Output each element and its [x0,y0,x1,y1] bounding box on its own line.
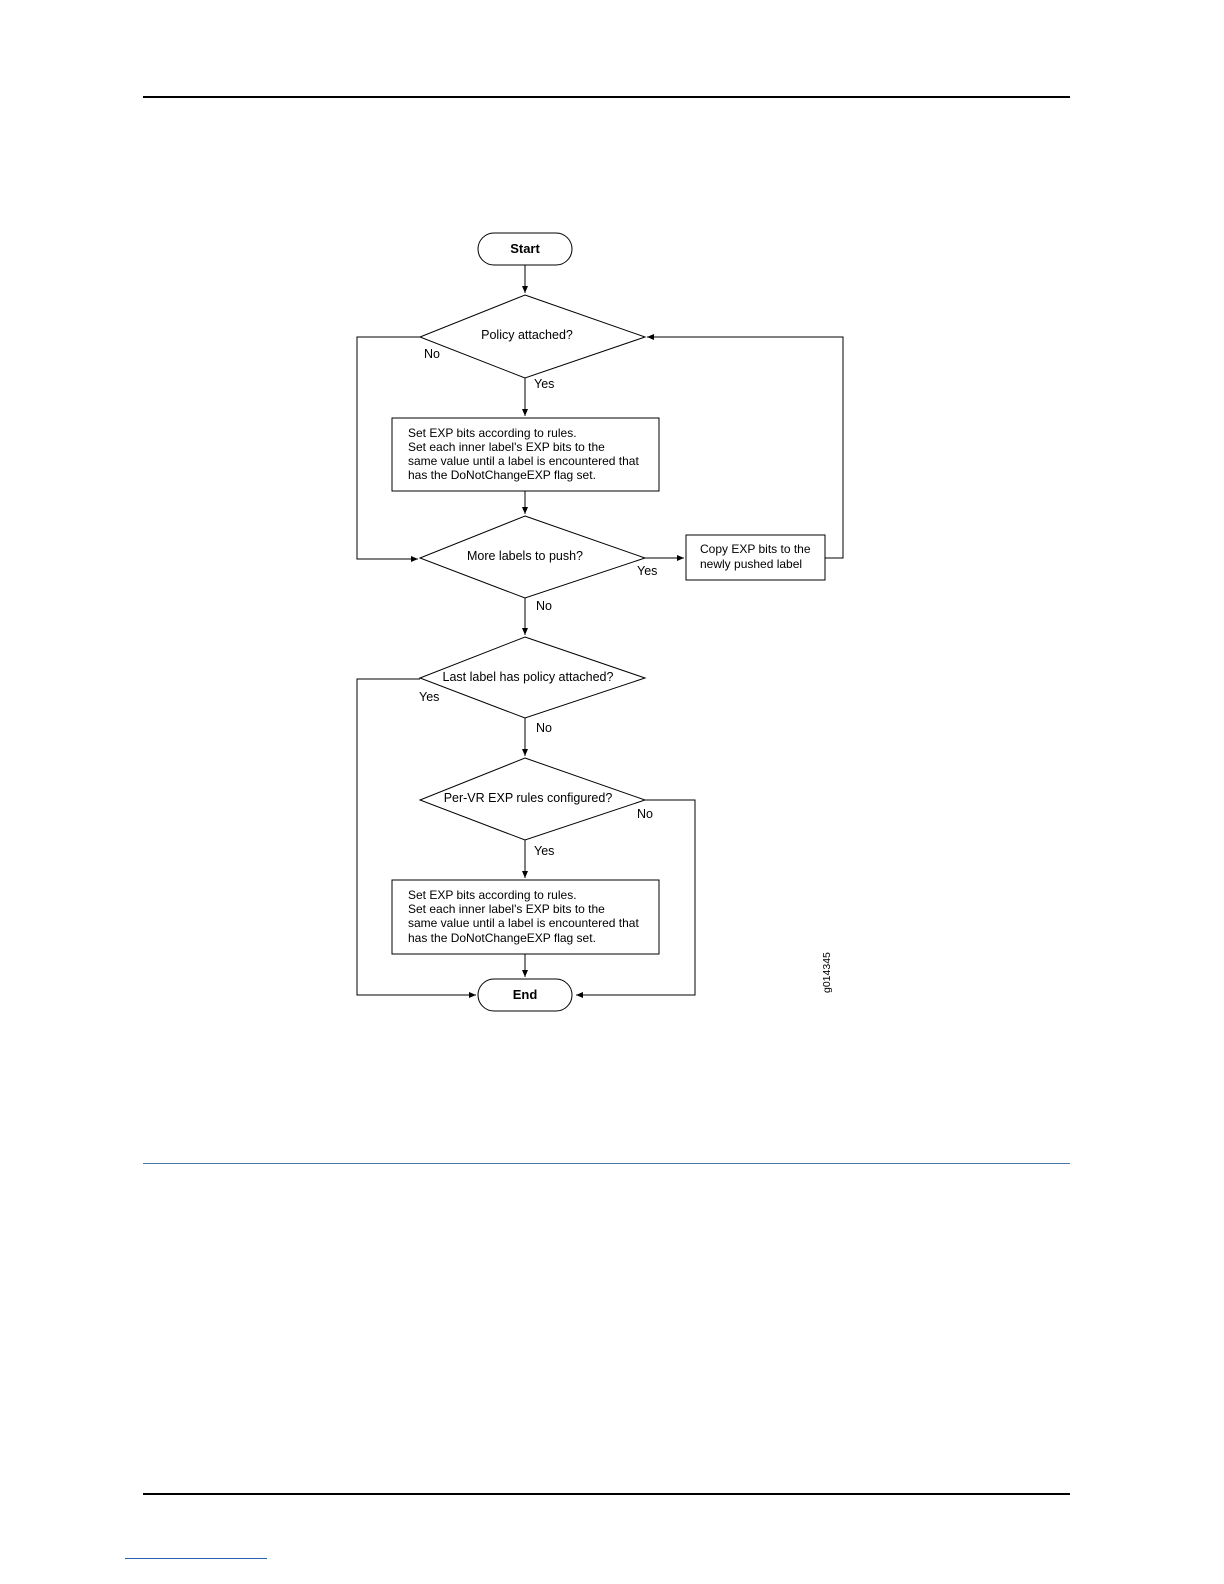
figure-id: g014345 [821,952,833,993]
process-set-exp-bits-text: Set EXP bits according to rules. Set eac… [408,426,642,482]
arrow-policy-no [356,336,420,562]
process-line: Set each inner label's EXP bits to the [408,440,605,454]
footer-rule [143,1493,1070,1495]
edge-label-yes: Yes [637,564,657,578]
process-line: newly pushed label [700,557,802,571]
decision-last-label-policy-label: Last label has policy attached? [443,670,614,684]
process-copy-exp-bits-text: Copy EXP bits to the newly pushed label [700,542,814,571]
end-terminator [477,978,573,1012]
process-line: Set EXP bits according to rules. [408,888,577,902]
process-set-exp-bits-2-text: Set EXP bits according to rules. Set eac… [408,888,642,945]
process-line: Set EXP bits according to rules. [408,426,577,440]
edge-label-yes: Yes [534,377,554,391]
edge-label-yes: Yes [419,690,439,704]
edge-label-yes: Yes [534,844,554,858]
process-line: has the DoNotChangeEXP flag set. [408,468,596,482]
section-divider [143,1163,1070,1164]
decision-policy-attached-label: Policy attached? [481,328,573,342]
process-line: same value until a label is encountered … [408,916,639,930]
end-label: End [513,987,538,1002]
edge-label-no: No [424,347,440,361]
decision-more-labels-label: More labels to push? [467,549,583,563]
start-label: Start [510,241,540,256]
process-line: Copy EXP bits to the [700,542,811,556]
process-line: has the DoNotChangeEXP flag set. [408,931,596,945]
arrow-per-vr-no [576,799,696,998]
header-rule [143,96,1070,98]
process-set-exp-bits-2 [391,879,660,955]
process-line: same value until a label is encountered … [408,454,639,468]
decision-per-vr-rules-label: Per-VR EXP rules configured? [444,791,613,805]
process-copy-exp-bits [685,534,826,581]
arrow-last-label-yes [356,678,476,998]
edge-label-no: No [536,599,552,613]
edge-label-no: No [536,721,552,735]
edge-label-no: No [637,807,653,821]
process-line: Set each inner label's EXP bits to the [408,902,605,916]
arrow-loop-back-to-policy [647,334,844,559]
footer-link-underline [125,1558,267,1559]
